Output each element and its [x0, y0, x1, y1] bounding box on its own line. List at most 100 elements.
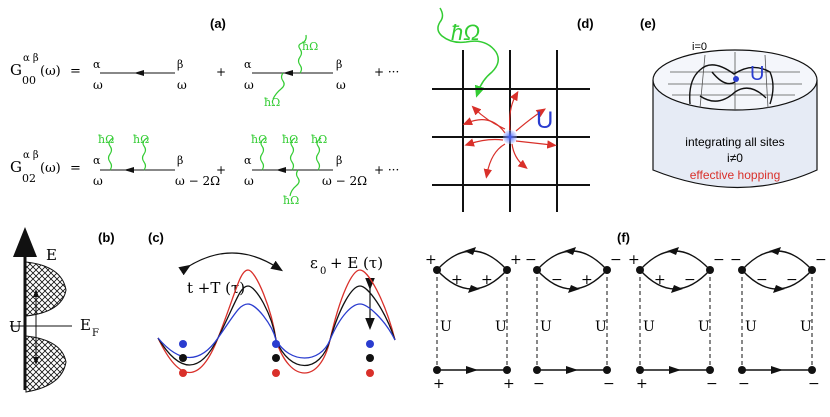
- photon-label: ħΩ: [451, 20, 480, 45]
- fermi-label: E: [80, 316, 91, 334]
- g00-equals: =: [70, 64, 81, 79]
- g02-plus: +: [216, 163, 226, 177]
- f-diagram-2-bottom-left: [533, 366, 541, 374]
- caption-line-2: i≠0: [727, 151, 743, 165]
- g02-photon-2: [141, 137, 148, 171]
- onsite-u-label: U: [536, 107, 553, 134]
- g02b-photon-in: [289, 169, 300, 197]
- f-diagram-1-bottom-left: [433, 366, 441, 374]
- panel-c-label: (c): [148, 230, 164, 245]
- site-zero-dot: [733, 76, 739, 82]
- f-diagram-1-arrow-upper: [464, 247, 476, 255]
- gap-arrow-head-top: [33, 289, 39, 297]
- f-diagram-1-sign-top-right: +: [510, 252, 522, 268]
- g00b-omega-left: ω: [244, 78, 254, 92]
- f-diagram-2-sign-top-right: −: [610, 252, 622, 268]
- cylinder-u-label: U: [750, 63, 764, 85]
- f-diagram-1-sign-top-left: +: [425, 252, 437, 268]
- g02-omega-right: ω − 2Ω: [175, 174, 220, 188]
- g02b-omega-left: ω: [244, 174, 254, 188]
- panel-c: (c) t +T (τ) ε 0 + E (τ): [148, 230, 396, 377]
- g02-symbol: G: [10, 158, 22, 176]
- g02-equals: =: [70, 161, 81, 176]
- f-diagram-3-sign-top-left: +: [628, 252, 640, 268]
- g00-omega-right: ω: [177, 78, 187, 92]
- g02b-photon-1-label: ħΩ: [251, 133, 267, 146]
- g02b-photon-3: [315, 137, 322, 171]
- g00b-photon-out: [297, 34, 307, 74]
- photon-wave: [437, 7, 499, 98]
- f-diagram-4-u-right: U: [800, 319, 812, 335]
- g00-omega-left: ω: [93, 78, 103, 92]
- f-diagram-4-sign-top-right: −: [815, 252, 827, 268]
- f-diagram-3-sign-bottom-right: −: [706, 376, 718, 392]
- f-diagram-4-sign-top-left: −: [730, 252, 742, 268]
- cylinder-lattice: [668, 52, 802, 110]
- f-diagram-2-arrow-lower: [568, 285, 580, 293]
- panel-a: (a) G α β 00 (ω) = α ω β ω + α ω β ω ħΩ …: [10, 16, 399, 207]
- g02b-propagator-arrow: [276, 167, 286, 173]
- g00-symbol: G: [10, 61, 22, 79]
- f-diagram-2-sign-bottom-right: −: [603, 376, 615, 392]
- g02-propagator-arrow: [124, 167, 134, 173]
- g02b-photon-in-label: ħΩ: [283, 194, 299, 207]
- f-diagram-1-sign-bottom-right: +: [503, 376, 515, 392]
- f-diagram-1-sign-bottom-left: +: [433, 376, 445, 392]
- g02b-photon-2: [289, 137, 296, 171]
- gap-u-label: U: [9, 318, 22, 336]
- panel-a-label: (a): [210, 16, 226, 31]
- f-diagram-3-bottom-arrow: [669, 366, 681, 374]
- panel-b: (b) E E F U: [9, 227, 115, 393]
- f-diagram-1-bottom-right: [503, 366, 511, 374]
- g00-superscript: α β: [23, 53, 39, 64]
- g02-beta: β: [177, 154, 183, 167]
- f-diagram-2-u-left: U: [540, 319, 552, 335]
- f-diagram-4-sign-inner-right: −: [786, 272, 798, 288]
- f-diagram-3-sign-inner-left: +: [654, 272, 666, 288]
- gap-arrow-head-bottom: [33, 357, 39, 365]
- caption-line-3: effective hopping: [690, 168, 781, 182]
- hopping-arrows: [462, 90, 557, 179]
- g00-plus: +: [216, 65, 226, 79]
- g00b-alpha: α: [244, 58, 252, 71]
- g02-superscript: α β: [23, 150, 39, 161]
- g02b-photon-2-label: ħΩ: [282, 133, 298, 146]
- curve-black: [157, 285, 396, 366]
- g02b-photon-3-label: ħΩ: [311, 133, 327, 146]
- g00b-beta: β: [336, 58, 342, 71]
- panel-d-label: (d): [577, 16, 594, 31]
- f-diagram-4-sign-inner-left: −: [756, 272, 768, 288]
- hopping-arc: [178, 252, 284, 276]
- g00b-omega-right: ω: [336, 78, 346, 92]
- lower-hubbard-band: [25, 335, 67, 393]
- g02-omega-left: ω: [93, 174, 103, 188]
- site-zero-label: i=0: [692, 41, 707, 53]
- g02-alpha: α: [93, 154, 101, 167]
- g00b-propagator-arrow: [283, 70, 293, 76]
- f-diagram-3-u-left: U: [643, 319, 655, 335]
- f-diagram-2-sign-bottom-left: −: [533, 376, 545, 392]
- f-diagram-3-arrow-upper: [667, 247, 679, 255]
- g02-argument: (ω): [40, 161, 61, 176]
- f-diagram-3-u-right: U: [698, 319, 710, 335]
- g00b-photon-out-label: ħΩ: [302, 40, 318, 53]
- f-diagram-2-bottom-right: [603, 366, 611, 374]
- f-diagram-4-arrow-upper: [769, 247, 781, 255]
- fermi-subscript: F: [92, 328, 99, 339]
- cylinder-body: [652, 80, 818, 189]
- g00b-photon-in: [272, 72, 285, 100]
- electron-blob: [503, 130, 517, 144]
- f-diagram-2-bottom-arrow: [566, 366, 578, 374]
- f-diagram-4-u-left: U: [745, 319, 757, 335]
- g02b-omega-right: ω − 2Ω: [322, 174, 367, 188]
- g02b-beta: β: [336, 154, 342, 167]
- effective-hopping-paths: [689, 64, 774, 105]
- panel-e-label: (e): [640, 16, 656, 31]
- f-diagram-1-sign-inner-right: +: [481, 272, 493, 288]
- f-diagram-2-sign-inner-left: −: [551, 272, 563, 288]
- g00-propagator-arrow: [134, 70, 144, 76]
- hopping-label: t +T (τ): [187, 279, 245, 297]
- g00-alpha: α: [93, 58, 101, 71]
